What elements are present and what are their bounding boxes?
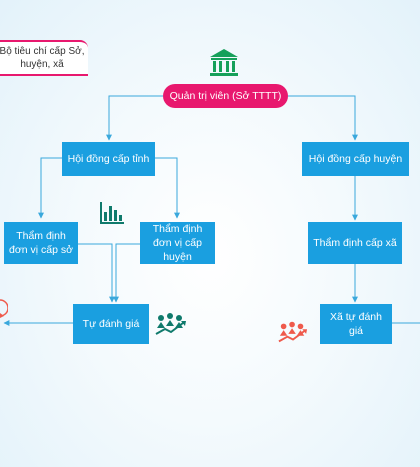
connectors [3, 95, 420, 326]
criteria-legend: Bộ tiêu chí cấp Sở, huyện, xã [0, 40, 88, 76]
people-growth-red-icon [278, 321, 308, 343]
node-label: Hội đồng cấp huyện [308, 153, 403, 165]
node-self-assess[interactable]: Tự đánh giá [73, 304, 149, 344]
connector-districtunit-selfassess [113, 243, 140, 303]
node-label: Thẩm định đơn vị cấp sở [9, 230, 73, 256]
node-commune-self-assess[interactable]: Xã tự đánh giá [320, 304, 392, 344]
root-node-admin[interactable]: Quản trị viên (Sở TTTT) [163, 84, 288, 108]
node-council-district[interactable]: Hội đồng cấp huyện [302, 142, 409, 176]
connector-root-district [288, 95, 358, 141]
node-label: Thẩm định cấp xã [313, 237, 397, 249]
node-label: Tự đánh giá [82, 318, 140, 330]
people-growth-icon [155, 313, 186, 335]
node-appraise-district-unit[interactable]: Thẩm định đơn vị cấp huyện [140, 222, 215, 264]
connector-province-department [38, 157, 62, 219]
node-label: Thẩm định đơn vị cấp huyện [152, 223, 203, 263]
building-icon [210, 49, 238, 76]
legend-text: Bộ tiêu chí cấp Sở, huyện, xã [0, 46, 85, 70]
node-appraise-department[interactable]: Thẩm định đơn vị cấp sở [4, 222, 78, 264]
node-council-province[interactable]: Hội đồng cấp tỉnh [62, 142, 155, 176]
bar-chart-icon [100, 202, 124, 224]
root-node-label: Quản trị viên (Sở TTTT) [169, 90, 282, 102]
node-label: Hội đồng cấp tỉnh [67, 153, 150, 165]
connector-province-districtunit [155, 157, 180, 219]
node-label: Xã tự đánh giá [330, 311, 382, 337]
refresh-icon [0, 299, 8, 318]
connector-department-selfassess [78, 243, 115, 303]
node-appraise-commune[interactable]: Thẩm định cấp xã [308, 222, 402, 264]
connector-root-province [106, 95, 163, 141]
